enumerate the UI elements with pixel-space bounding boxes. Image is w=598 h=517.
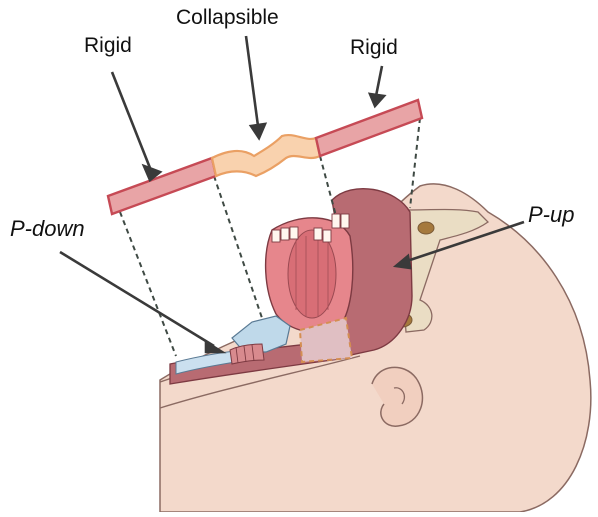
arrow-p-down (60, 252, 214, 346)
label-rigid-left: Rigid (84, 34, 132, 58)
label-p-up: P-up (528, 202, 574, 228)
label-p-down: P-down (10, 216, 85, 242)
sinus-cavity-upper (418, 222, 434, 234)
label-rigid-right: Rigid (350, 36, 398, 60)
arrow-p-down-head (206, 342, 222, 352)
arrow-collapsible-head (251, 124, 265, 138)
arrow-rigid-right-head (370, 94, 384, 106)
rigid-segment-right (316, 100, 422, 156)
label-collapsible: Collapsible (176, 6, 279, 30)
collapsible-segment (212, 135, 320, 176)
arrow-rigid-right (376, 66, 382, 96)
arrow-rigid-left (112, 72, 150, 168)
arrow-collapsible (246, 36, 258, 126)
rigid-segment-left (108, 158, 216, 214)
